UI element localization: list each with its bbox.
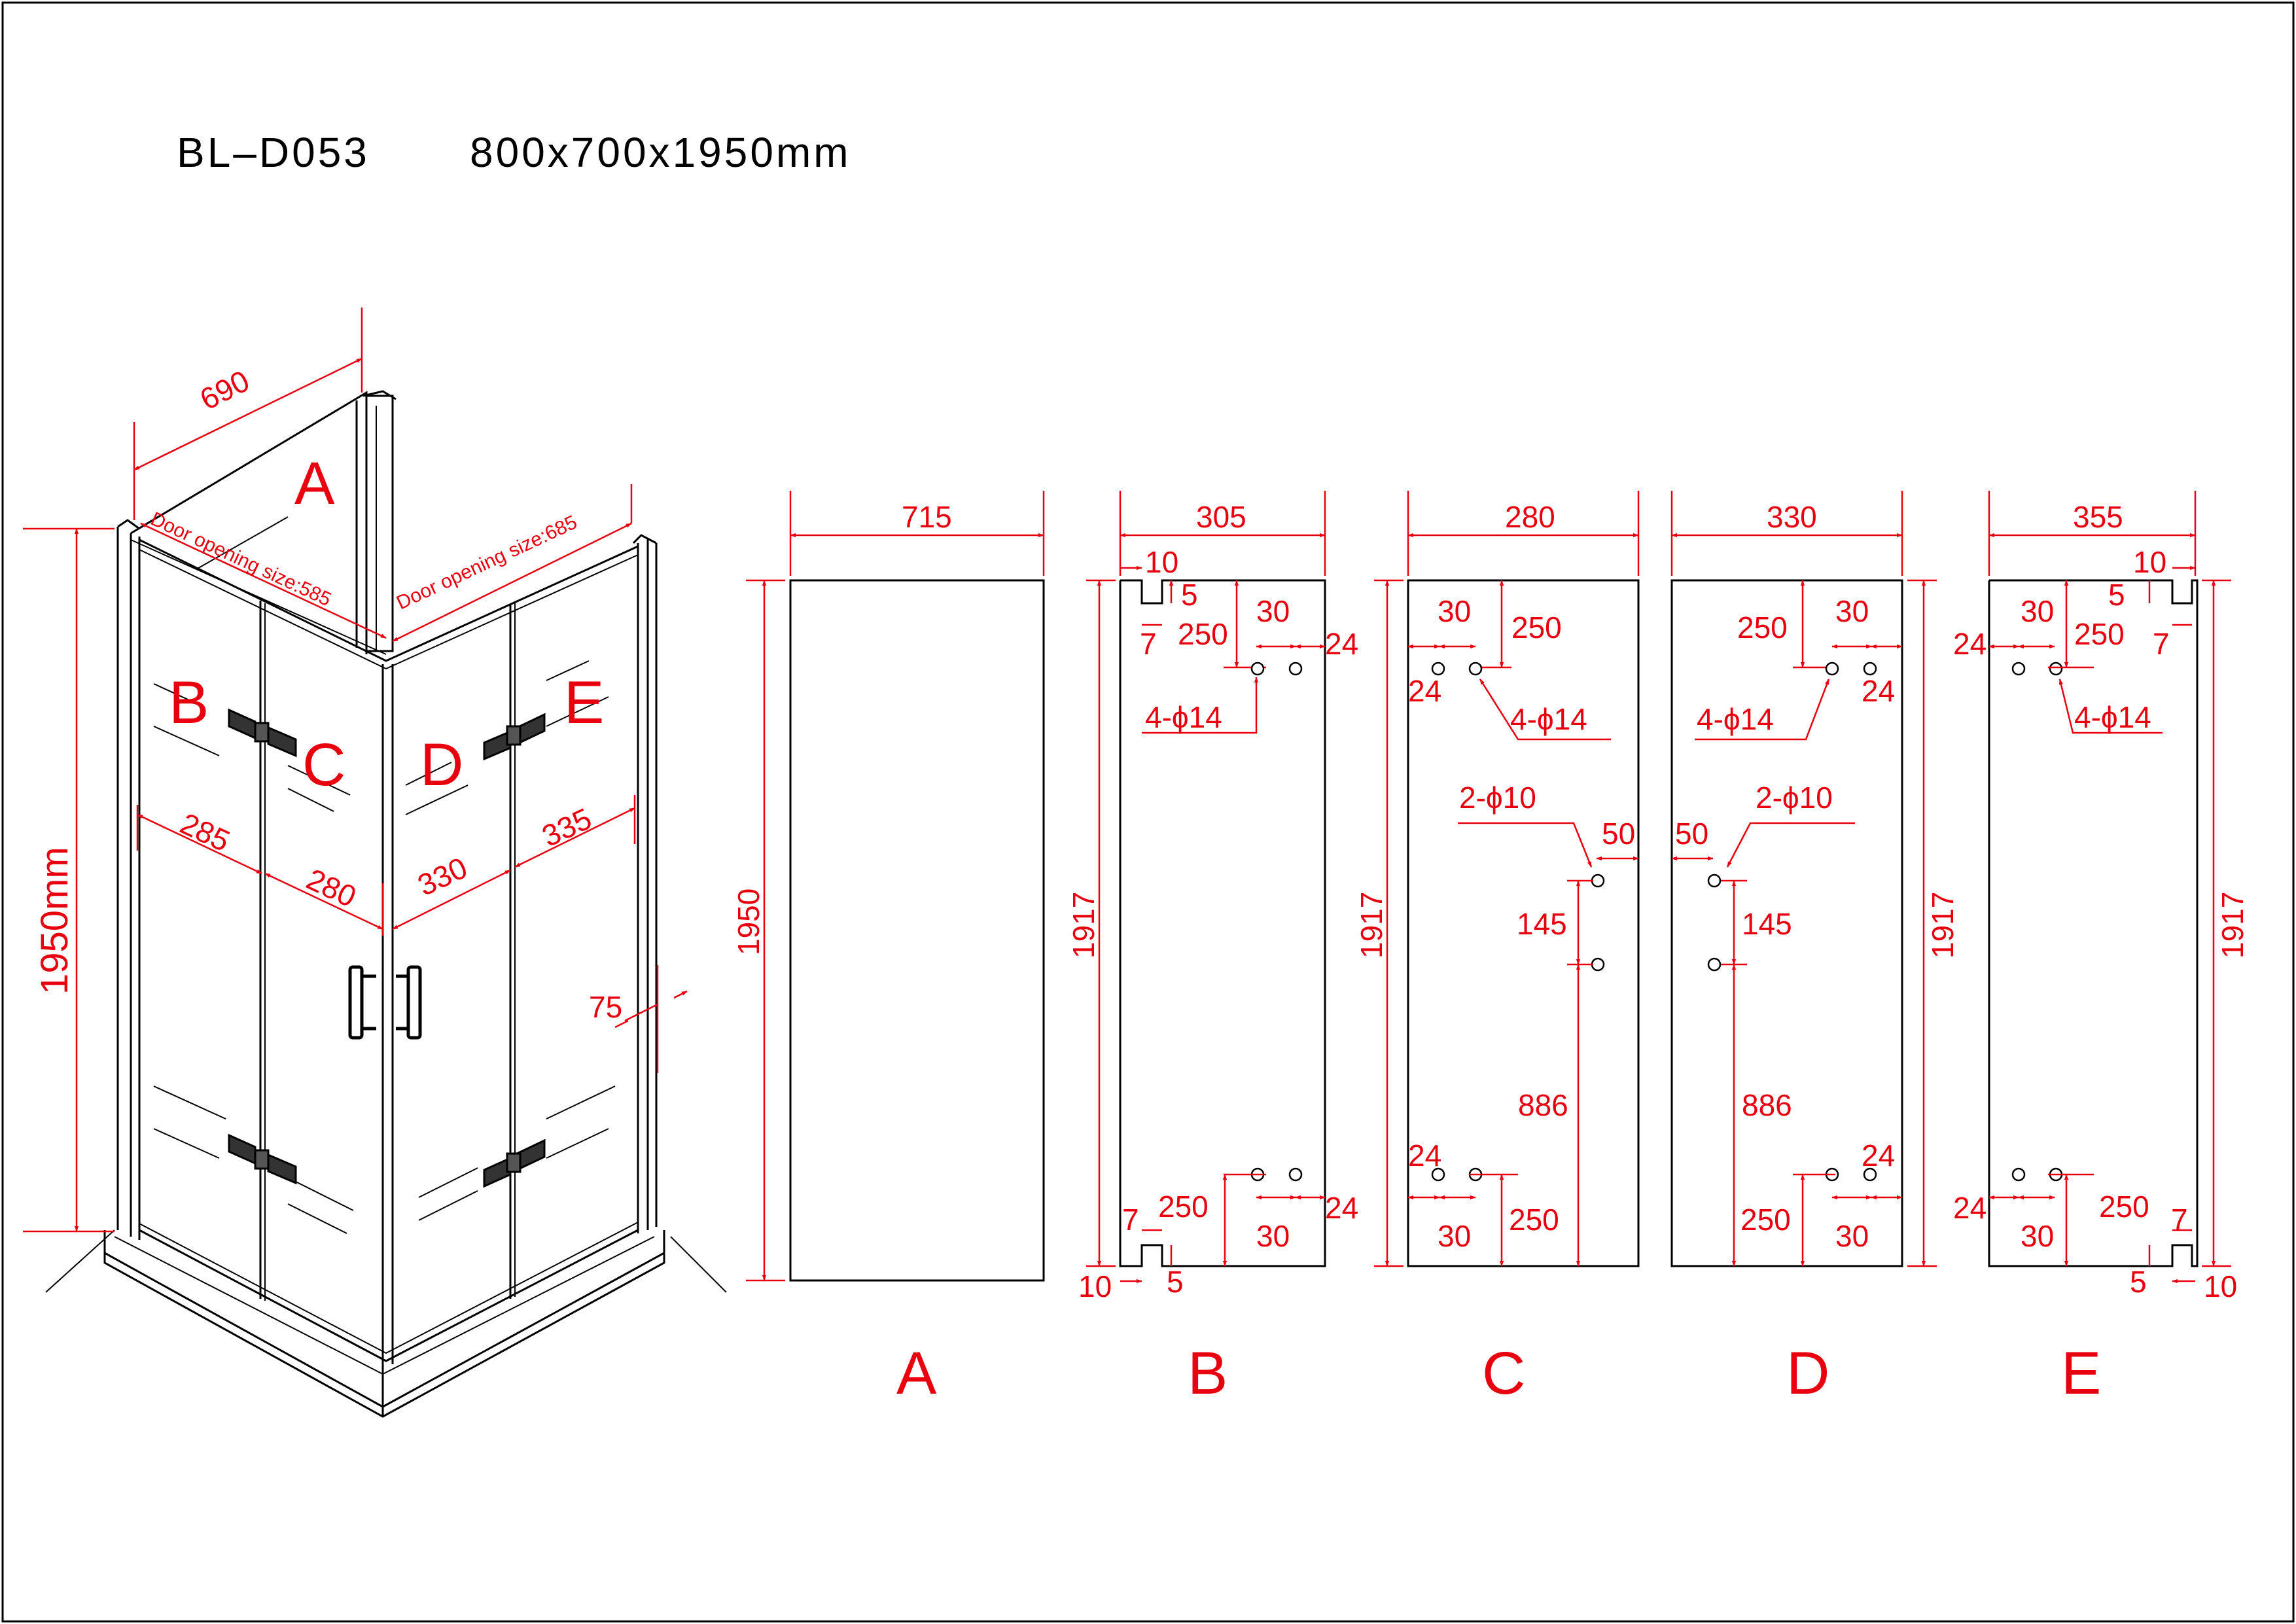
panel-b-hole-space: 30 [1256,594,1290,628]
panel-e-notch-d: 7 [2153,627,2170,661]
panel-e-holes: 4-ϕ14 [2074,700,2151,734]
panel-e-hole-edge: 24 [1953,627,1987,661]
panel-a: 715 1950 A [732,491,1045,1407]
panel-a-width: 715 [902,500,952,534]
panel-b-letter: B [1188,1340,1227,1407]
panel-c-letter: C [1482,1340,1525,1407]
panel-c-hole-top: 250 [1511,610,1562,644]
handle-icon [348,965,422,1040]
iso-label-c: C [302,732,345,798]
panel-c-hole-bottom: 250 [1509,1203,1559,1237]
panel-c-handle-bottom: 886 [1518,1088,1568,1122]
iso-label-d: D [420,732,463,798]
panel-a-height: 1950 [732,889,766,955]
panel-b-notch-w: 10 [1145,545,1178,579]
panel-d-handle-holes: 2-ϕ10 [1756,781,1833,815]
panel-e-hole-space-b: 30 [2021,1219,2054,1253]
panel-b: 305 10 5 7 250 30 24 4-ϕ14 1917 250 30 2… [1067,491,1358,1407]
panel-d-handle-space: 145 [1742,907,1792,941]
panel-b-hole-edge: 24 [1325,627,1358,661]
dim-profile: 75 [589,990,622,1024]
panel-b-bot-notch-w: 10 [1078,1269,1112,1303]
panel-b-hole-edge-b: 24 [1325,1191,1358,1225]
panel-c-hole-edge-b: 24 [1408,1139,1441,1173]
dim-depth: 690 [194,363,255,416]
panel-e-height: 1917 [2216,892,2250,959]
panel-b-holes: 4-ϕ14 [1145,700,1222,734]
panel-c-width: 280 [1505,500,1555,534]
panel-e-notch-h: 5 [2108,578,2125,612]
panel-c-handle-edge: 50 [1602,817,1635,851]
panel-e-hole-bottom: 250 [2099,1190,2149,1224]
panel-b-notch-d: 7 [1140,627,1157,661]
isometric-view: 690 1950mm Door opening size:585 Door op… [23,308,727,1418]
panel-b-bot-notch-d: 7 [1122,1203,1139,1237]
model-number: BL–D053 [177,129,370,176]
panel-c-handle-space: 145 [1517,907,1567,941]
panel-c-hole-space: 30 [1438,594,1471,628]
panel-d-hole-top: 250 [1737,610,1788,644]
panel-e-bot-notch-d: 7 [2171,1203,2188,1237]
iso-label-b: B [169,669,209,736]
panel-e: 355 10 5 7 24 30 250 4-ϕ14 1917 24 30 25… [1953,491,2250,1407]
panel-a-letter: A [896,1340,937,1407]
dim-seg-b: 285 [175,806,236,858]
panel-c-handle-holes: 2-ϕ10 [1459,781,1536,815]
hinge-icon [228,708,546,1188]
panel-c-height: 1917 [1354,892,1388,959]
panel-e-width: 355 [2073,500,2123,534]
panel-c: 280 30 24 250 4-ϕ14 2-ϕ10 50 145 886 191… [1354,491,1640,1407]
panel-d-hole-space-b: 30 [1835,1219,1869,1253]
panel-b-height: 1917 [1067,892,1101,959]
panel-d: 330 250 30 24 4-ϕ14 2-ϕ10 50 145 886 191… [1670,491,1960,1407]
panel-b-hole-bottom: 250 [1158,1190,1209,1224]
iso-label-e: E [564,669,604,736]
panel-d-width: 330 [1767,500,1817,534]
panel-c-hole-space-b: 30 [1438,1219,1471,1253]
dim-height: 1950mm [33,847,76,995]
panel-e-letter: E [2061,1340,2101,1407]
panel-e-hole-top: 250 [2074,617,2125,651]
panel-d-hole-edge: 24 [1862,674,1895,708]
panel-b-width: 305 [1196,500,1246,534]
panel-b-hole-top: 250 [1178,617,1228,651]
panel-d-handle-edge: 50 [1675,817,1708,851]
overall-size: 800x700x1950mm [470,129,851,176]
panel-e-bot-notch-w: 10 [2204,1269,2237,1303]
panel-e-bot-notch-h: 5 [2130,1265,2147,1299]
dim-seg-e: 335 [537,801,597,853]
panel-b-bot-notch-h: 5 [1167,1265,1184,1299]
panel-d-hole-bottom: 250 [1740,1203,1791,1237]
panel-b-hole-space-b: 30 [1256,1219,1290,1253]
panel-d-hole-edge-b: 24 [1862,1139,1895,1173]
panel-d-holes: 4-ϕ14 [1697,702,1774,736]
panel-d-handle-bottom: 886 [1742,1088,1792,1122]
dim-seg-c: 280 [302,862,362,914]
panel-e-hole-space: 30 [2021,594,2054,628]
panel-b-notch-h: 5 [1181,578,1198,612]
panel-d-height: 1917 [1926,892,1960,959]
panel-d-letter: D [1786,1340,1829,1407]
panel-e-notch-w: 10 [2133,545,2166,579]
panel-c-hole-edge: 24 [1408,674,1441,708]
panel-d-hole-space: 30 [1835,594,1869,628]
panel-c-holes: 4-ϕ14 [1510,702,1587,736]
panel-e-hole-edge-b: 24 [1953,1191,1987,1225]
iso-label-a: A [294,450,335,517]
